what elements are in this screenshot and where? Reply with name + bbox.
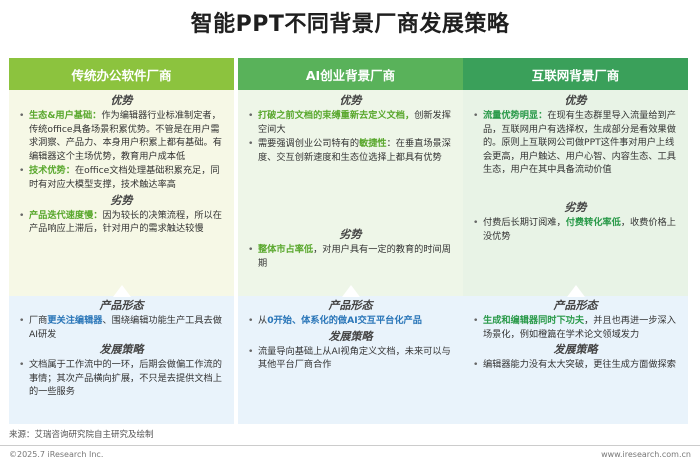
advantages-panel: 优势 生态&用户基础：作为编辑器行业标准制定者，传统office具备场景积累优势…	[9, 90, 234, 296]
form-strategy-panel: 产品形态 从0开始、体系化的做AI交互平台化产品 发展策略 流量导向基础上从AI…	[238, 296, 463, 424]
strategy-item: 文档属于工作流中的一环，后期会做偏工作流的事情；其次产品横向扩展，不只是去提供文…	[19, 358, 224, 399]
advantage-item: 流量优势明显：在现有生态群里导入流量给到产品，互联网用户有选择权，生成部分是看效…	[473, 109, 678, 177]
website-link[interactable]: www.iresearch.com.cn	[601, 450, 691, 459]
column-traditional-office: 传统办公软件厂商 优势 生态&用户基础：作为编辑器行业标准制定者，传统offic…	[9, 58, 234, 424]
column-ai-startup: AI创业背景厂商 优势 打破之前文档的束缚重新去定义文档，创新发挥空间大 需要强…	[238, 58, 463, 424]
form-strategy-panel: 产品形态 厂商更关注编辑器、围绕编辑功能生产工具去做AI研发 发展策略 文档属于…	[9, 296, 234, 424]
disadvantage-item: 产品迭代速度慢：因为较长的决策流程，所以在产品响应上滞后，针对用户的需求触达较慢	[19, 209, 224, 236]
copyright: ©2025.7 iResearch Inc.	[9, 450, 104, 459]
advantage-label: 优势	[564, 94, 587, 107]
strategy-label: 发展策略	[328, 329, 373, 343]
form-label: 产品形态	[99, 299, 144, 312]
advantage-label: 优势	[339, 94, 362, 107]
strategy-item: 编辑器能力没有太大突破，更往生成方面做探索	[473, 358, 678, 372]
form-item: 生成和编辑器同时下功夫，并且也再进一步深入场景化，例如橙篇在学术论文领域发力	[473, 314, 678, 341]
disadvantage-label: 劣势	[339, 228, 362, 242]
section-divider-arrow	[113, 285, 131, 297]
advantage-item: 打破之前文档的束缚重新去定义文档，创新发挥空间大	[248, 109, 453, 136]
disadvantage-label: 劣势	[564, 200, 587, 214]
column-header: AI创业背景厂商	[238, 58, 463, 90]
form-label: 产品形态	[553, 299, 598, 312]
column-internet: 互联网背景厂商 优势 流量优势明显：在现有生态群里导入流量给到产品，互联网用户有…	[463, 58, 688, 424]
strategy-label: 发展策略	[99, 343, 144, 357]
advantage-label: 优势	[110, 94, 133, 107]
form-item: 厂商更关注编辑器、围绕编辑功能生产工具去做AI研发	[19, 314, 224, 341]
advantages-panel: 优势 流量优势明显：在现有生态群里导入流量给到产品，互联网用户有选择权，生成部分…	[463, 90, 688, 296]
form-item: 从0开始、体系化的做AI交互平台化产品	[248, 314, 453, 328]
strategy-item: 流量导向基础上从AI视角定义文档，未来可以与其他平台厂商合作	[248, 345, 453, 372]
advantage-item: 技术优势：在office文档处理基础积累充足，同时有对应大模型支撑，技术触达率高	[19, 164, 224, 191]
disadvantage-item: 付费后长期订阅难，付费转化率低，收费价格上没优势	[473, 216, 678, 243]
advantage-item: 需要强调创业公司特有的敏捷性：在垂直场景深度、交互创新速度和生态位选择上都具有优…	[248, 137, 453, 164]
page-title: 智能PPT不同背景厂商发展策略	[190, 12, 510, 37]
footer-divider	[0, 445, 700, 446]
disadvantage-item: 整体市占率低，对用户具有一定的教育的时间周期	[248, 243, 453, 270]
source-note: 来源：艾瑞咨询研究院自主研究及绘制	[9, 430, 154, 440]
form-strategy-panel: 产品形态 生成和编辑器同时下功夫，并且也再进一步深入场景化，例如橙篇在学术论文领…	[463, 296, 688, 424]
section-divider-arrow	[342, 285, 360, 297]
form-label: 产品形态	[328, 299, 373, 312]
strategy-label: 发展策略	[553, 343, 598, 357]
advantage-item: 生态&用户基础：作为编辑器行业标准制定者，传统office具备场景积累优势。不管…	[19, 109, 224, 163]
advantages-panel: 优势 打破之前文档的束缚重新去定义文档，创新发挥空间大 需要强调创业公司特有的敏…	[238, 90, 463, 296]
section-divider-arrow	[567, 285, 585, 297]
disadvantage-label: 劣势	[110, 193, 133, 207]
column-header: 传统办公软件厂商	[9, 58, 234, 90]
column-header: 互联网背景厂商	[463, 58, 688, 90]
